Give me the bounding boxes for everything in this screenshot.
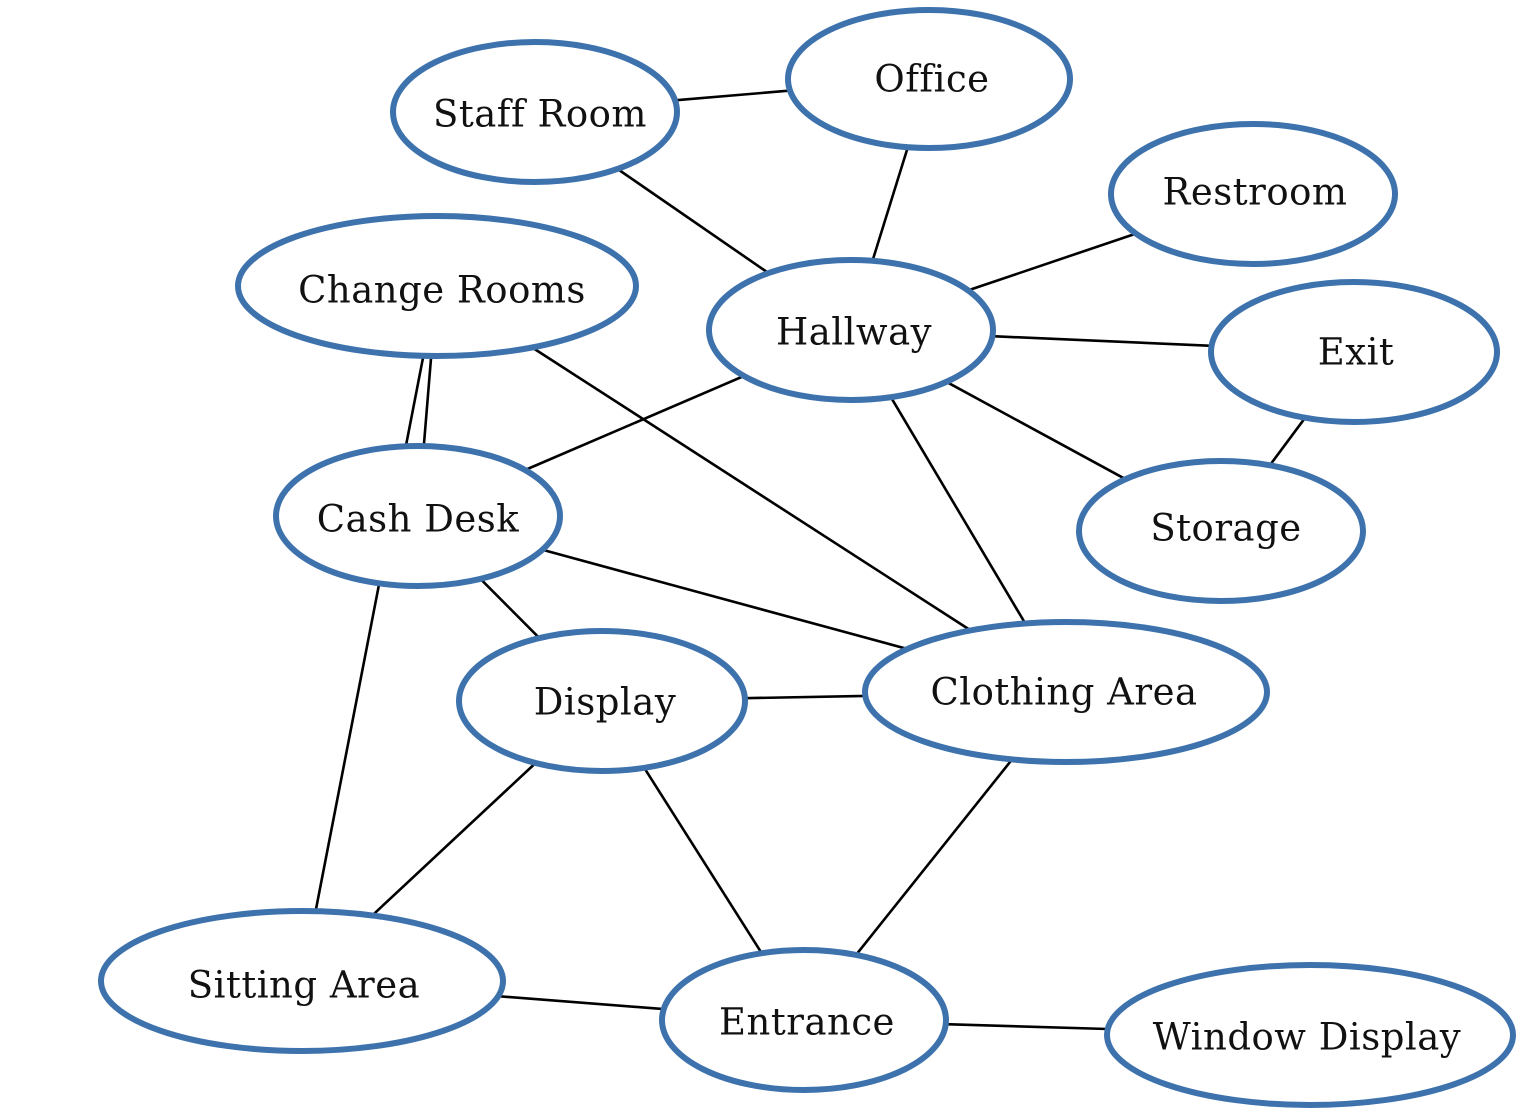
edge-cash-desk-to-clothing-area — [542, 548, 908, 651]
node-change-rooms: Change Rooms — [235, 213, 639, 359]
node-storage-label: Storage — [1150, 507, 1301, 550]
node-entrance-shape — [659, 947, 949, 1093]
node-storage: Storage — [1076, 458, 1366, 604]
edge-hallway-to-restroom — [967, 232, 1137, 292]
edge-hallway-to-storage — [945, 380, 1127, 481]
node-change-rooms-label: Change Rooms — [298, 269, 586, 312]
edge-staff-room-to-office — [674, 89, 791, 102]
node-staff-room: Staff Room — [390, 39, 680, 185]
node-hallway: Hallway — [706, 257, 996, 403]
node-restroom: Restroom — [1108, 121, 1398, 267]
node-exit-label: Exit — [1318, 331, 1395, 374]
node-storage-shape — [1076, 458, 1366, 604]
edge-clothing-area-to-entrance — [854, 758, 1014, 956]
node-restroom-shape — [1108, 121, 1398, 267]
edge-hallway-to-cash-desk — [524, 374, 745, 472]
node-exit-shape — [1208, 279, 1500, 425]
edge-cash-desk-to-display — [479, 577, 541, 640]
node-cash-desk-shape — [273, 443, 563, 589]
node-office-shape — [785, 7, 1073, 151]
node-entrance-label: Entrance — [719, 1001, 895, 1044]
node-sitting-area: Sitting Area — [98, 908, 506, 1054]
node-sitting-area-label: Sitting Area — [188, 964, 420, 1007]
node-sitting-area-shape — [98, 908, 506, 1054]
node-clothing-area: Clothing Area — [862, 619, 1270, 765]
node-display-shape — [456, 628, 748, 774]
node-window-display-shape — [1104, 962, 1516, 1108]
edge-exit-to-storage — [1268, 417, 1307, 467]
node-window-display-label: Window Display — [1153, 1016, 1461, 1059]
edge-entrance-to-window-display — [945, 1022, 1108, 1031]
rooms: Staff Room Office Restroom Change Rooms … — [98, 7, 1516, 1108]
node-staff-room-label: Staff Room — [433, 93, 647, 136]
node-exit: Exit — [1208, 279, 1500, 425]
node-display-label: Display — [534, 681, 676, 724]
edge-staff-room-to-hallway — [616, 167, 770, 275]
edge-display-to-entrance — [643, 767, 763, 954]
node-clothing-area-shape — [862, 619, 1270, 765]
node-clothing-area-label: Clothing Area — [930, 671, 1197, 714]
edge-change-rooms-to-cash-desk — [422, 355, 433, 447]
edge-change-rooms-to-sitting-area — [314, 355, 425, 912]
node-entrance: Entrance — [659, 947, 949, 1093]
node-staff-room-shape — [390, 39, 680, 185]
edge-hallway-to-clothing-area — [889, 396, 1027, 625]
node-display: Display — [456, 628, 748, 774]
edge-office-to-hallway — [871, 146, 910, 262]
node-cash-desk: Cash Desk — [273, 443, 563, 589]
node-cash-desk-label: Cash Desk — [317, 498, 519, 541]
edge-sitting-area-to-entrance — [498, 994, 664, 1011]
node-hallway-shape — [706, 257, 996, 403]
node-office: Office — [785, 7, 1073, 151]
edge-display-to-sitting-area — [371, 762, 537, 917]
edge-hallway-to-exit — [992, 334, 1212, 348]
node-window-display: Window Display — [1104, 962, 1516, 1108]
node-change-rooms-shape — [235, 213, 639, 359]
node-office-label: Office — [874, 58, 989, 101]
edge-display-to-clothing-area — [744, 694, 866, 700]
node-hallway-label: Hallway — [776, 311, 932, 354]
node-restroom-label: Restroom — [1163, 171, 1348, 214]
edge-change-rooms-to-clothing-area — [531, 346, 972, 632]
